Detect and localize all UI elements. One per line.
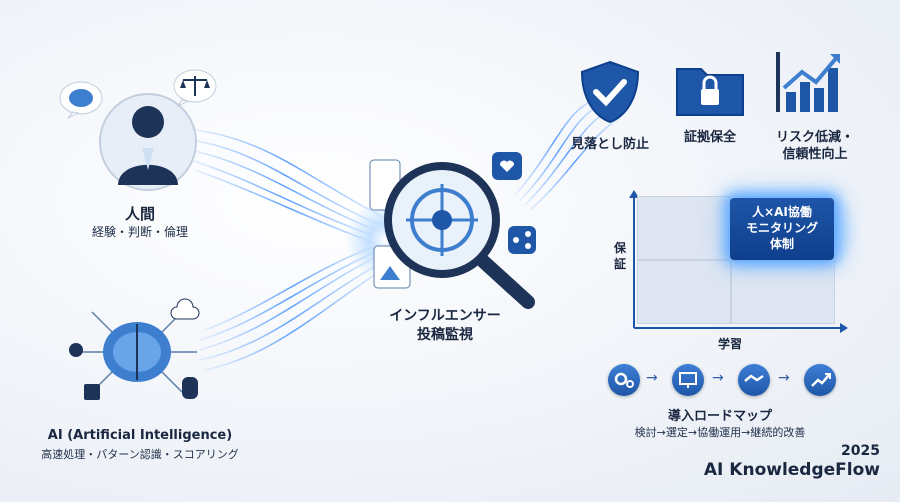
highlight-line-0: 人×AI協働 — [752, 205, 812, 219]
matrix-x-label: 学習 — [717, 337, 742, 351]
outcome-label-2b: 信頼性向上 — [782, 147, 848, 162]
handshake-icon — [744, 374, 764, 382]
roadmap-step-gears — [608, 364, 640, 396]
highlight-line-1: モニタリング — [745, 221, 818, 235]
outcome-label-2a: リスク低減・ — [775, 130, 854, 145]
brand-year: 2025 — [841, 443, 880, 459]
ai-title: AI (Artificial Intelligence) — [47, 428, 233, 443]
roadmap-step-monitor — [672, 364, 704, 396]
brain-bubble-icon — [59, 81, 103, 119]
roadmap-title: 導入ロードマップ — [667, 409, 772, 424]
highlight-line-2: 体制 — [769, 237, 794, 251]
roadmap-step-handshake — [738, 364, 770, 396]
roadmap-steps: 検討→選定→協働運用→継続的改善 — [634, 426, 806, 439]
matrix-cell-bl — [637, 260, 731, 324]
magnifier-icon — [369, 152, 536, 309]
matrix-cell-tl — [637, 196, 731, 260]
outcome-label-1: 証拠保全 — [683, 130, 736, 145]
human-avatar-icon — [99, 93, 197, 191]
growth-chart-icon — [776, 52, 840, 112]
ai-brain-icon — [69, 298, 200, 400]
matrix-y-label: 保証 — [613, 241, 626, 271]
roadmap-step-growth — [804, 364, 836, 396]
monitor-icon — [679, 372, 697, 388]
roadmap-arrow-3: → — [778, 370, 790, 386]
brand-name: AI KnowledgeFlow — [703, 460, 880, 480]
matrix-cell-br — [731, 260, 835, 324]
trend-up-icon — [811, 373, 831, 387]
outcome-label-0: 見落とし防止 — [570, 137, 649, 152]
roadmap-arrow-2: → — [712, 370, 724, 386]
matrix-highlight-cell: 人×AI協働 モニタリング 体制 — [730, 198, 834, 260]
human-subtitle: 経験・判断・倫理 — [91, 225, 188, 239]
human-title: 人間 — [124, 205, 155, 223]
ai-subtitle: 高速処理・パターン認識・スコアリング — [41, 448, 239, 461]
gears-icon — [614, 372, 634, 388]
folder-lock-icon — [676, 68, 744, 116]
matrix-axes — [629, 190, 848, 333]
shield-check-icon — [580, 60, 640, 124]
center-line1: インフルエンサー — [389, 308, 501, 324]
scales-bubble-icon — [173, 69, 217, 108]
center-line2: 投稿監視 — [417, 327, 473, 343]
roadmap-arrow-1: → — [646, 370, 658, 386]
